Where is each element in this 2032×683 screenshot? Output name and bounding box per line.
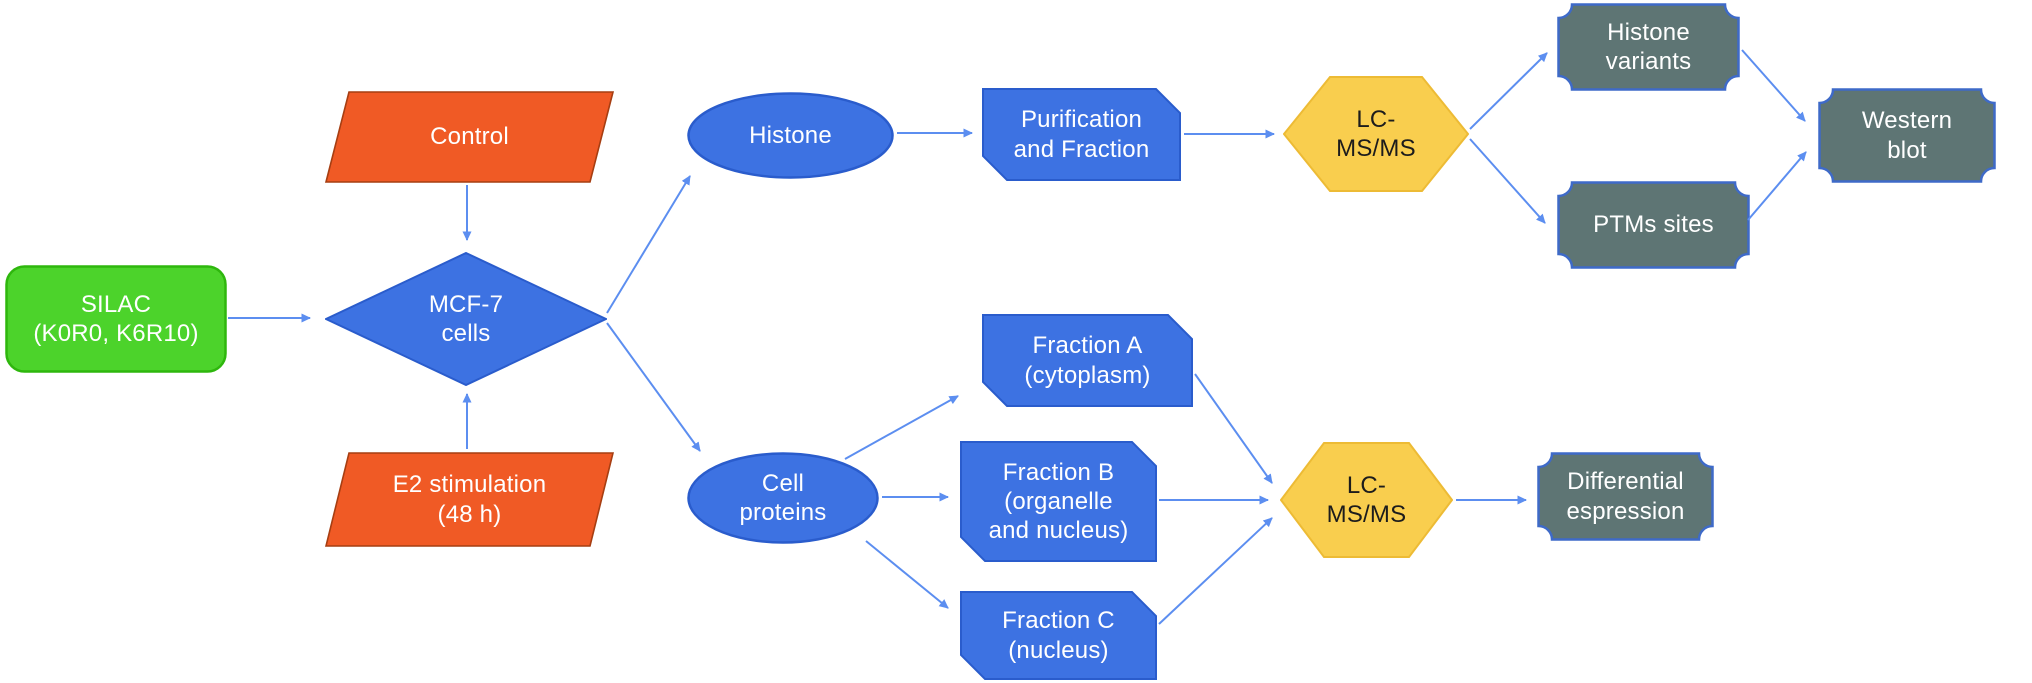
node-label: Fraction B (organelle and nucleus) bbox=[988, 458, 1129, 545]
node-mcf7-cells: MCF-7 cells bbox=[325, 252, 607, 386]
node-label: E2 stimulation (48 h) bbox=[392, 471, 547, 528]
node-label: PTMs sites bbox=[1593, 211, 1714, 239]
ellipse-shape bbox=[687, 92, 894, 179]
parallelogram-shape bbox=[325, 91, 614, 183]
node-label: Fraction A (cytoplasm) bbox=[1024, 332, 1151, 389]
node-lcmsms-top: LC- MS/MS bbox=[1283, 76, 1469, 192]
arrow-histonevariants-western bbox=[1741, 49, 1806, 122]
plaque-shape bbox=[1818, 88, 1996, 183]
node-label: LC- MS/MS bbox=[1326, 471, 1407, 528]
arrow-lcmsms1-histonevariants bbox=[1469, 52, 1548, 130]
node-western-blot: Western blot bbox=[1818, 88, 1996, 183]
arrow-mcf7-histone bbox=[606, 175, 691, 314]
hexagon-shape bbox=[1280, 442, 1453, 558]
node-lcmsms-bottom: LC- MS/MS bbox=[1280, 442, 1453, 558]
snip-corner-rectangle-shape bbox=[982, 88, 1181, 181]
node-label: Purification and Fraction bbox=[1013, 106, 1150, 163]
node-label: Western blot bbox=[1861, 107, 1953, 164]
arrow-mcf7-cellproteins bbox=[606, 322, 701, 452]
plaque-shape bbox=[1557, 181, 1750, 269]
node-label: Fraction C (nucleus) bbox=[1002, 607, 1115, 664]
rounded-rectangle-shape bbox=[5, 265, 227, 373]
node-label: MCF-7 cells bbox=[428, 290, 504, 347]
node-differential-espression: Differential espression bbox=[1537, 452, 1714, 541]
ellipse-shape bbox=[687, 452, 879, 544]
node-cell-proteins: Cell proteins bbox=[687, 452, 879, 544]
node-fraction-a: Fraction A (cytoplasm) bbox=[982, 314, 1193, 407]
snip-corner-rectangle-shape bbox=[960, 591, 1157, 680]
node-fraction-b: Fraction B (organelle and nucleus) bbox=[960, 441, 1157, 562]
snip-corner-rectangle-shape bbox=[982, 314, 1193, 407]
arrow-lcmsms1-ptmssites bbox=[1469, 138, 1546, 224]
node-label: Cell proteins bbox=[739, 469, 827, 526]
node-label: Histone bbox=[749, 121, 832, 149]
arrow-cellproteins-fractiona bbox=[844, 395, 959, 460]
node-label: Differential espression bbox=[1566, 468, 1685, 525]
arrow-cellproteins-fractionc bbox=[865, 540, 949, 609]
node-e2-stimulation: E2 stimulation (48 h) bbox=[325, 452, 614, 547]
arrow-fractiona-lcmsms2 bbox=[1194, 373, 1273, 484]
node-label: LC- MS/MS bbox=[1336, 105, 1416, 162]
node-label: Control bbox=[430, 123, 509, 151]
snip-corner-rectangle-shape bbox=[960, 441, 1157, 562]
node-control: Control bbox=[325, 91, 614, 183]
node-purification-and-fraction: Purification and Fraction bbox=[982, 88, 1181, 181]
arrow-fractionc-lcmsms2 bbox=[1158, 517, 1273, 625]
arrow-ptmssites-western bbox=[1747, 151, 1807, 221]
plaque-shape bbox=[1557, 3, 1740, 91]
parallelogram-shape bbox=[325, 452, 614, 547]
diamond-shape bbox=[325, 252, 607, 386]
node-histone: Histone bbox=[687, 92, 894, 179]
plaque-shape bbox=[1537, 452, 1714, 541]
node-histone-variants: Histone variants bbox=[1557, 3, 1740, 91]
hexagon-shape bbox=[1283, 76, 1469, 192]
node-silac: SILAC (K0R0, K6R10) bbox=[5, 265, 227, 373]
node-label: SILAC (K0R0, K6R10) bbox=[33, 290, 199, 347]
node-ptms-sites: PTMs sites bbox=[1557, 181, 1750, 269]
node-fraction-c: Fraction C (nucleus) bbox=[960, 591, 1157, 680]
node-label: Histone variants bbox=[1605, 18, 1692, 75]
